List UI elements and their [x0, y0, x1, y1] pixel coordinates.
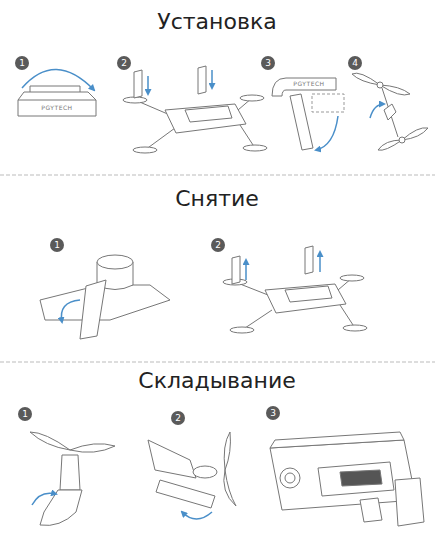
section-heading: Установка — [157, 10, 276, 34]
callout-text: 1 — [54, 241, 60, 250]
section-heading: Складывание — [138, 369, 295, 393]
callout-text: 3 — [265, 59, 271, 68]
brand-mark: PGYTECH — [41, 105, 72, 111]
brand-mark: PGYTECH — [293, 81, 324, 87]
callout-text: 4 — [352, 59, 358, 68]
motor-arm-figure — [30, 432, 115, 525]
callout-text: 2 — [121, 59, 127, 68]
motion-arrow — [61, 300, 80, 322]
callout-number: 3 — [266, 406, 280, 420]
callout-number: 2 — [171, 411, 185, 425]
callout-number: 2 — [211, 238, 225, 252]
callout-text: 2 — [215, 241, 221, 250]
callout-number: 4 — [348, 56, 362, 70]
callout-number: 3 — [261, 56, 275, 70]
section-heading: Снятие — [175, 187, 259, 211]
separator-line — [0, 175, 435, 362]
motor-arm-figure — [148, 432, 236, 508]
ghost-outline — [312, 94, 344, 112]
callout-number: 1 — [15, 56, 29, 70]
callout-text: 3 — [270, 409, 276, 418]
drone-figure — [123, 66, 267, 153]
motor-arm-figure — [40, 255, 170, 339]
motion-arrow — [22, 69, 94, 90]
landing-gear-piece — [18, 86, 96, 116]
callout-text: 1 — [22, 410, 28, 419]
folded-drone-figure — [270, 432, 424, 526]
motion-arrow — [182, 512, 212, 519]
landing-gear-piece — [272, 78, 336, 150]
callout-number: 1 — [18, 407, 32, 421]
callout-text: 1 — [19, 59, 25, 68]
motion-arrow — [246, 252, 320, 280]
motion-arrow — [316, 116, 338, 150]
motion-arrow — [32, 493, 56, 505]
propeller-figure — [352, 73, 428, 150]
motion-arrow — [370, 104, 384, 118]
motion-arrow — [148, 70, 212, 94]
drone-figure — [223, 246, 367, 333]
callout-text: 2 — [175, 414, 181, 423]
callout-number: 2 — [117, 56, 131, 70]
callout-number: 1 — [50, 238, 64, 252]
